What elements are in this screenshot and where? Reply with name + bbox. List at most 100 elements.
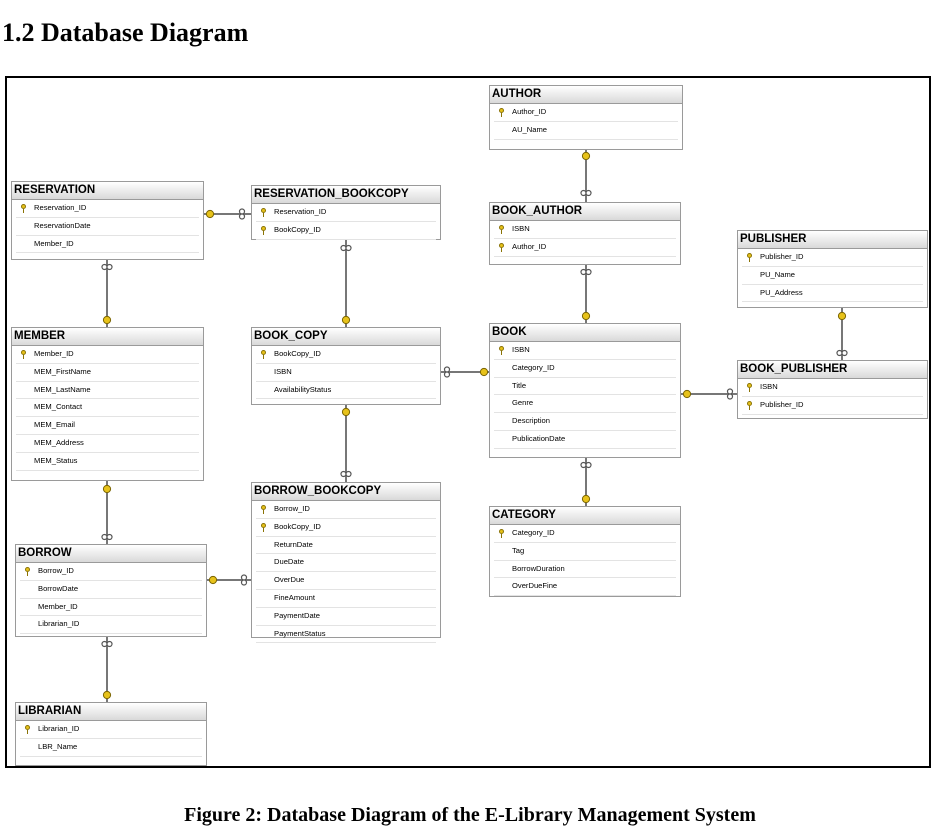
table-reservation[interactable]: RESERVATION Reservation_ID ReservationDa… xyxy=(11,181,204,260)
column-row: MEM_Contact xyxy=(16,399,199,418)
table-title: BOOK_AUTHOR xyxy=(490,203,680,221)
column-row: Reservation_ID xyxy=(256,204,436,222)
column-name: ReturnDate xyxy=(274,539,313,549)
table-author[interactable]: AUTHOR Author_ID AU_Name xyxy=(489,85,683,150)
primary-key-icon xyxy=(21,350,26,359)
many-end-marker xyxy=(585,461,592,469)
column-row: PaymentDate xyxy=(256,608,436,626)
column-name: MEM_Email xyxy=(34,420,75,430)
column-row: LBR_Name xyxy=(20,739,202,757)
column-name: Genre xyxy=(512,398,534,408)
table-book-publisher[interactable]: BOOK_PUBLISHER ISBN Publisher_ID xyxy=(737,360,928,419)
column-name: BorrowDuration xyxy=(512,563,565,573)
column-name: DueDate xyxy=(274,557,304,567)
many-end-marker xyxy=(101,263,108,271)
column-name: MEM_Contact xyxy=(34,402,83,412)
many-end-marker xyxy=(345,244,352,252)
column-row: MEM_Status xyxy=(16,453,199,471)
many-end-marker xyxy=(585,189,592,197)
many-end-marker xyxy=(106,640,113,648)
column-name: OverDueFine xyxy=(512,581,558,591)
column-row: Librarian_ID xyxy=(20,721,202,739)
column-row: AvailabilityStatus xyxy=(256,382,436,400)
primary-key-icon xyxy=(499,242,504,252)
column-row: Librarian_ID xyxy=(20,616,202,635)
column-row: Title xyxy=(494,378,676,396)
column-row: PublicationDate xyxy=(494,431,676,449)
table-title: BOOK_PUBLISHER xyxy=(738,361,927,379)
many-end-marker xyxy=(340,470,347,478)
table-member[interactable]: MEMBER Member_ID MEM_FirstName MEM_LastN… xyxy=(11,327,204,481)
column-name: ISBN xyxy=(274,366,292,376)
column-name: Publisher_ID xyxy=(760,252,804,261)
column-row: MEM_Email xyxy=(16,417,199,435)
primary-key-icon xyxy=(747,383,752,392)
table-reservation-bookcopy[interactable]: RESERVATION_BOOKCOPY Reservation_ID Book… xyxy=(251,185,441,240)
primary-key-icon xyxy=(25,725,30,734)
column-name: LBR_Name xyxy=(38,741,78,751)
column-name: MEM_LastName xyxy=(34,384,91,394)
column-name: Title xyxy=(512,380,527,390)
table-book-copy[interactable]: BOOK_COPY BookCopy_ID ISBN AvailabilityS… xyxy=(251,327,441,405)
table-category[interactable]: CATEGORY Category_ID Tag BorrowDuration … xyxy=(489,506,681,597)
table-publisher[interactable]: PUBLISHER Publisher_ID PU_Name PU_Addres… xyxy=(737,230,928,308)
column-name: Librarian_ID xyxy=(38,619,80,629)
column-row: Publisher_ID xyxy=(742,249,923,267)
column-row: Member_ID xyxy=(16,236,199,254)
key-end-marker xyxy=(341,407,351,417)
key-end-marker xyxy=(102,484,112,494)
table-title: BOOK xyxy=(490,324,680,342)
column-row: MEM_LastName xyxy=(16,382,199,400)
table-title: BORROW_BOOKCOPY xyxy=(252,483,440,501)
column-row: ISBN xyxy=(742,379,923,397)
table-borrow[interactable]: BORROW Borrow_ID BorrowDate Member_ID Li… xyxy=(15,544,207,637)
many-end-marker xyxy=(101,533,108,541)
table-librarian[interactable]: LIBRARIAN Librarian_ID LBR_Name xyxy=(15,702,207,766)
primary-key-icon xyxy=(499,108,504,117)
column-row: MEM_FirstName xyxy=(16,364,199,382)
column-name: BookCopy_ID xyxy=(274,224,321,234)
key-end-marker xyxy=(205,209,215,219)
column-row: Category_ID xyxy=(494,525,676,543)
column-name: Member_ID xyxy=(38,601,78,611)
primary-key-icon xyxy=(261,208,266,217)
table-title: MEMBER xyxy=(12,328,203,346)
key-end-marker xyxy=(102,690,112,700)
table-book[interactable]: BOOK ISBN Category_ID Title Genre Descri… xyxy=(489,323,681,458)
many-end-marker xyxy=(443,371,451,378)
key-end-marker xyxy=(208,575,218,585)
many-end-marker xyxy=(240,579,248,586)
table-title: CATEGORY xyxy=(490,507,680,525)
column-name: OverDue xyxy=(274,575,305,585)
column-name: Category_ID xyxy=(512,362,555,372)
column-row: Description xyxy=(494,413,676,431)
primary-key-icon xyxy=(261,350,266,359)
primary-key-icon xyxy=(261,225,266,235)
key-end-marker xyxy=(581,494,591,504)
table-borrow-bookcopy[interactable]: BORROW_BOOKCOPY Borrow_ID BookCopy_ID Re… xyxy=(251,482,441,644)
many-end-marker xyxy=(585,268,592,276)
column-name: Borrow_ID xyxy=(274,504,310,513)
table-title: BOOK_COPY xyxy=(252,328,440,346)
column-name: PublicationDate xyxy=(512,433,566,443)
column-row: PU_Address xyxy=(742,285,923,303)
column-name: BorrowDate xyxy=(38,583,79,593)
column-row: ReservationDate xyxy=(16,218,199,236)
column-row: Reservation_ID xyxy=(16,200,199,218)
column-name: Description xyxy=(512,416,550,426)
column-row: BorrowDate xyxy=(20,581,202,599)
primary-key-icon xyxy=(747,400,752,410)
column-name: AvailabilityStatus xyxy=(274,384,332,394)
many-end-marker xyxy=(106,533,113,541)
column-row: MEM_Address xyxy=(16,435,199,453)
column-row: Borrow_ID xyxy=(256,501,436,519)
column-name: PaymentDate xyxy=(274,610,321,620)
column-row: BookCopy_ID xyxy=(256,519,436,537)
table-title: RESERVATION xyxy=(12,182,203,200)
many-end-marker xyxy=(580,461,587,469)
many-end-marker xyxy=(726,388,734,395)
table-title: RESERVATION_BOOKCOPY xyxy=(252,186,440,204)
many-end-marker xyxy=(345,470,352,478)
table-title: AUTHOR xyxy=(490,86,682,104)
table-book-author[interactable]: BOOK_AUTHOR ISBN Author_ID xyxy=(489,202,681,265)
